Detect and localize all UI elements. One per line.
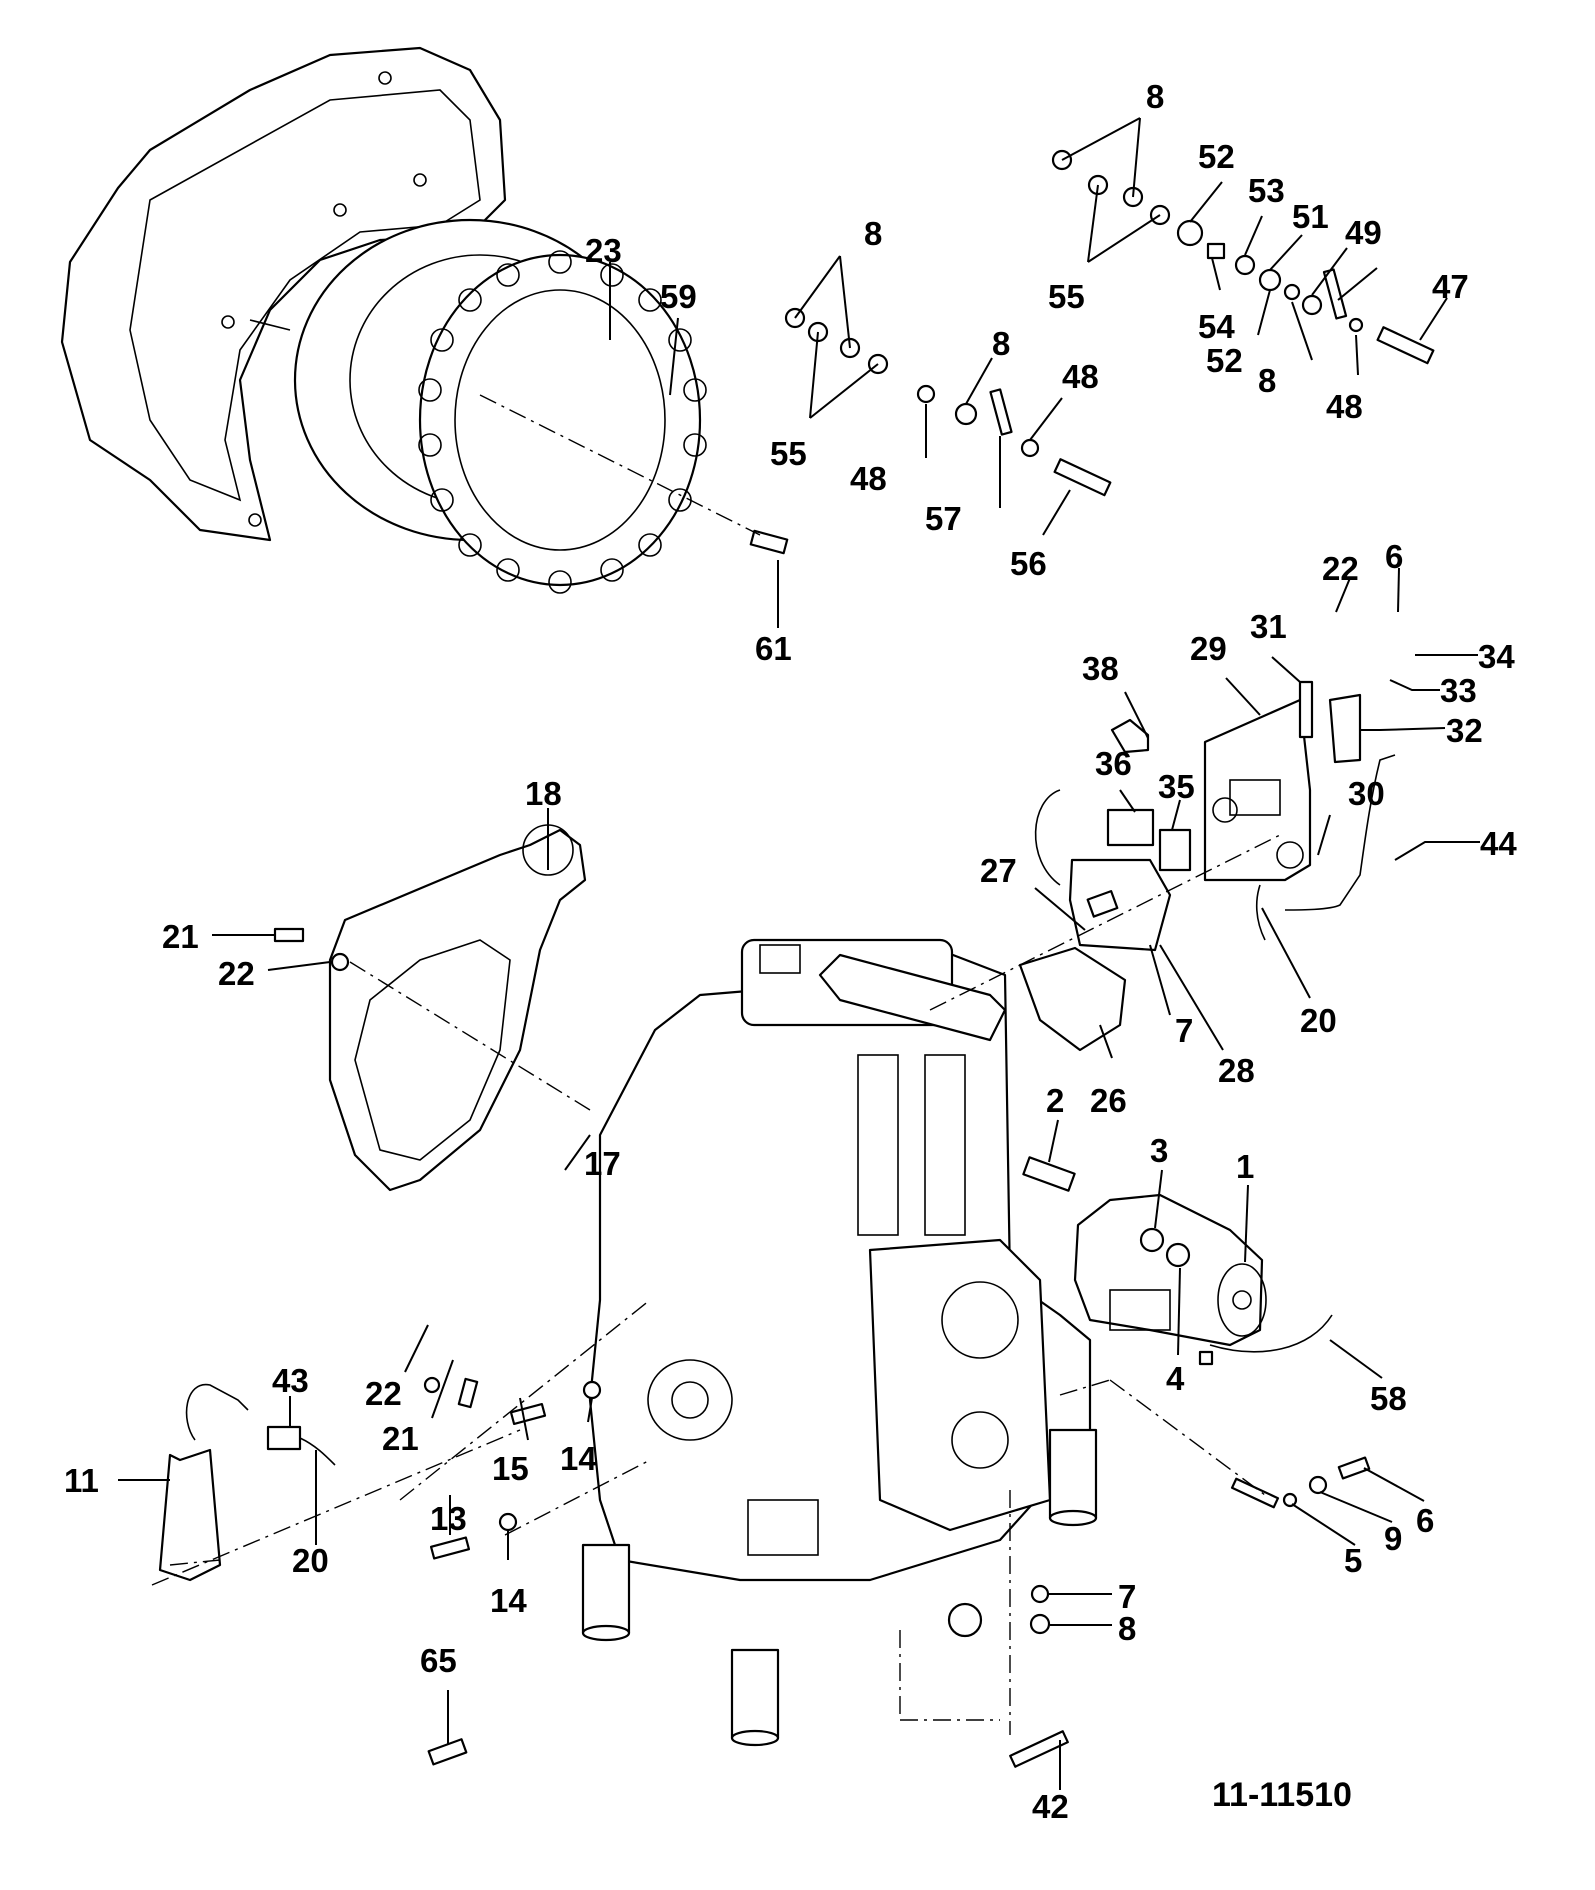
callout-20: 20 <box>1300 1002 1337 1039</box>
assembly-lines <box>151 834 1281 1735</box>
washer-nut-set-b <box>1051 149 1435 365</box>
callout-27: 27 <box>980 852 1017 889</box>
callout-49: 49 <box>1345 214 1382 251</box>
callout-28: 28 <box>1218 1052 1255 1089</box>
starter-motor <box>1022 1156 1333 1366</box>
callout-labels: 23 59 61 8 55 8 55 52 53 51 49 47 54 52 … <box>64 78 1517 1825</box>
callout-53: 53 <box>1248 172 1285 209</box>
callout-7: 7 <box>1175 1012 1193 1049</box>
callout-23: 23 <box>585 232 622 269</box>
callout-8: 8 <box>1118 1610 1136 1647</box>
small-bolts-right <box>1230 1456 1371 1509</box>
callout-31: 31 <box>1250 608 1287 645</box>
ring-gear <box>418 250 707 594</box>
flywheel-bolt <box>479 394 789 555</box>
control-module <box>1018 680 1396 1052</box>
callout-36: 36 <box>1095 745 1132 782</box>
callout-6: 6 <box>1385 538 1403 575</box>
callout-11: 11 <box>64 1462 99 1499</box>
callout-30: 30 <box>1348 775 1385 812</box>
callout-43: 43 <box>272 1362 309 1399</box>
callout-38: 38 <box>1082 650 1119 687</box>
callout-61: 61 <box>755 630 792 667</box>
callout-14: 14 <box>560 1440 597 1477</box>
callout-8: 8 <box>1258 362 1276 399</box>
callout-56: 56 <box>1010 545 1047 582</box>
callout-29: 29 <box>1190 630 1227 667</box>
callout-3: 3 <box>1150 1132 1168 1169</box>
washer-nut-set-c <box>916 384 1112 497</box>
callout-55: 55 <box>770 435 807 472</box>
callout-13: 13 <box>430 1500 467 1537</box>
sensor-harness <box>158 1383 336 1582</box>
callout-8: 8 <box>864 215 882 252</box>
rear-plate <box>328 824 587 1192</box>
callout-14: 14 <box>490 1582 527 1619</box>
callout-57: 57 <box>925 500 962 537</box>
callout-48: 48 <box>850 460 887 497</box>
callout-58: 58 <box>1370 1380 1407 1417</box>
leader-lines <box>118 117 1480 1790</box>
callout-44: 44 <box>1480 825 1517 862</box>
callout-52: 52 <box>1198 138 1235 175</box>
callout-65: 65 <box>420 1642 457 1679</box>
callout-22: 22 <box>218 955 255 992</box>
callout-4: 4 <box>1166 1360 1185 1397</box>
callout-47: 47 <box>1432 268 1469 305</box>
washer-nut-set-a <box>784 307 889 375</box>
callout-21: 21 <box>382 1420 419 1457</box>
callout-21: 21 <box>162 918 199 955</box>
callout-15: 15 <box>492 1450 529 1487</box>
callout-48: 48 <box>1062 358 1099 395</box>
figure-reference-number: 11-11510 <box>1212 1776 1352 1814</box>
callout-2: 2 <box>1046 1082 1064 1119</box>
callout-33: 33 <box>1440 672 1477 709</box>
small-bolts-left <box>273 927 1069 1768</box>
callout-32: 32 <box>1446 712 1483 749</box>
callout-55: 55 <box>1048 278 1085 315</box>
callout-34: 34 <box>1478 638 1515 675</box>
engine-block <box>588 938 1092 1638</box>
callout-9: 9 <box>1384 1520 1402 1557</box>
callout-51: 51 <box>1292 198 1329 235</box>
engine-legs <box>581 1428 1098 1747</box>
callout-48: 48 <box>1326 388 1363 425</box>
callout-26: 26 <box>1090 1082 1127 1119</box>
callout-8: 8 <box>992 325 1010 362</box>
callout-17: 17 <box>584 1145 621 1182</box>
callout-7: 7 <box>1118 1578 1136 1615</box>
callout-22: 22 <box>365 1375 402 1412</box>
callout-8: 8 <box>1146 78 1164 115</box>
callout-42: 42 <box>1032 1788 1069 1825</box>
callout-59: 59 <box>660 278 697 315</box>
callout-5: 5 <box>1344 1542 1362 1579</box>
callout-18: 18 <box>525 775 562 812</box>
callout-22: 22 <box>1322 550 1359 587</box>
callout-52: 52 <box>1206 342 1243 379</box>
callout-20: 20 <box>292 1542 329 1579</box>
callout-1: 1 <box>1236 1148 1254 1185</box>
callout-35: 35 <box>1158 768 1195 805</box>
callout-54: 54 <box>1198 308 1235 345</box>
callout-6: 6 <box>1416 1502 1434 1539</box>
